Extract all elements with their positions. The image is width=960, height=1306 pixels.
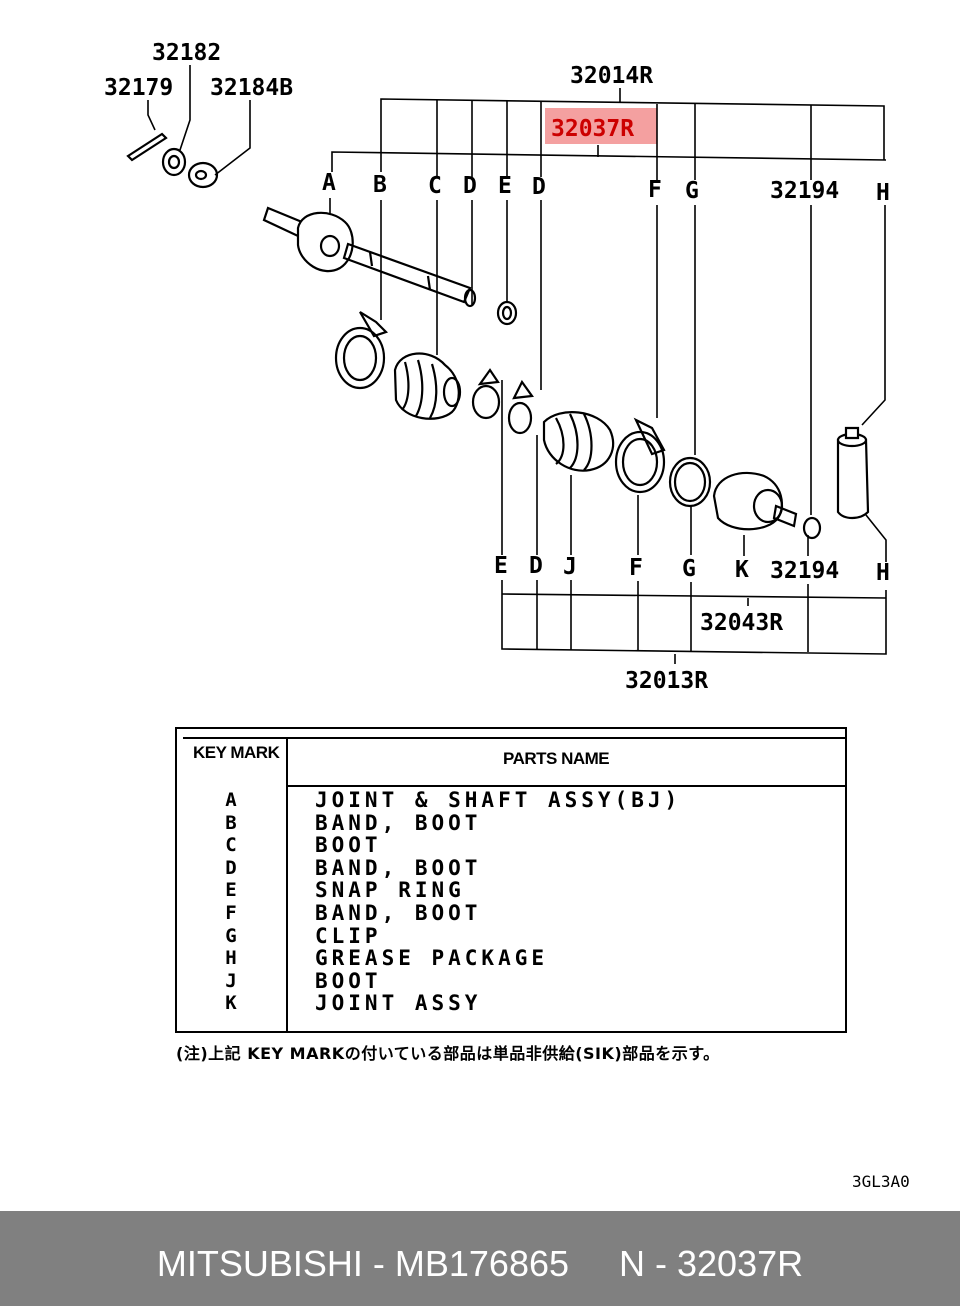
parts-name-cell: JOINT ASSY [315, 991, 482, 1016]
key-cell: J [225, 969, 237, 992]
parts-name-cell: CLIP [315, 923, 382, 948]
header-key-mark: KEY MARK [193, 743, 280, 762]
cotter-pin-32179[interactable] [126, 132, 168, 162]
key-cell: H [225, 947, 237, 970]
key-cell: A [225, 789, 237, 811]
boot-j[interactable] [542, 411, 615, 472]
leader-lines-top [331, 88, 887, 180]
top-letter-a: A [322, 170, 336, 196]
bottom-letter-e: E [494, 553, 508, 579]
top-letter-e: E [498, 173, 512, 199]
top-letter-f: F [648, 177, 662, 203]
band-boot-b[interactable] [334, 311, 389, 390]
label-32184b[interactable]: 32184B [210, 75, 293, 101]
bottom-letter-g: G [682, 556, 696, 582]
table-column-divider [286, 737, 288, 1031]
parts-name-cell: GREASE PACKAGE [315, 946, 549, 971]
band-boot-f[interactable] [614, 417, 666, 494]
label-32194-bottom[interactable]: 32194 [770, 558, 839, 584]
top-letter-d2: D [532, 174, 546, 200]
bottom-letter-j: J [563, 554, 577, 580]
clip-g[interactable] [668, 456, 712, 508]
label-32182[interactable]: 32182 [152, 40, 221, 66]
leader-lines-bottom [501, 380, 887, 664]
parts-name-cell: BAND, BOOT [315, 810, 482, 835]
label-32013r[interactable]: 32013R [625, 668, 708, 694]
footnote: (注)上記 KEY MARKの付いている部品は単品非供給(SIK)部品を示す。 [176, 1044, 720, 1063]
parts-name-cell: BOOT [315, 833, 382, 858]
footer-bar: MITSUBISHI - MB176865 N - 32037R [0, 1211, 960, 1306]
top-letter-d1: D [463, 173, 477, 199]
key-cell: G [225, 924, 237, 947]
top-letter-g: G [685, 178, 699, 204]
key-cell: B [225, 811, 237, 834]
top-letter-b: B [373, 172, 387, 198]
exploded-parts-diagram: 32037R 32182 32179 32184B 32014R 32194 3… [104, 40, 890, 694]
grease-package-h[interactable] [836, 426, 870, 520]
bottom-letter-k: K [735, 557, 749, 583]
top-letter-h: H [876, 180, 890, 206]
key-column: A B C D E F G H J K [211, 789, 251, 1015]
parts-name-cell: JOINT & SHAFT ASSY(BJ) [315, 788, 682, 812]
callout-highlight[interactable] [545, 108, 657, 144]
parts-name-cell: BAND, BOOT [315, 855, 482, 880]
washer-32184b[interactable] [187, 161, 219, 189]
callout-32037r[interactable]: 32037R [551, 116, 634, 142]
bottom-letter-f: F [629, 555, 643, 581]
band-boot-d2[interactable] [507, 379, 534, 435]
top-letter-c: C [428, 173, 442, 199]
label-32194-top[interactable]: 32194 [770, 178, 839, 204]
band-boot-d1[interactable] [471, 368, 501, 420]
bottom-letter-d: D [529, 553, 543, 579]
key-cell: K [225, 992, 237, 1015]
label-32014r[interactable]: 32014R [570, 63, 653, 89]
parts-name-cell: BAND, BOOT [315, 900, 482, 925]
key-cell: E [225, 879, 237, 902]
snap-ring-e[interactable] [496, 300, 518, 326]
parts-name-cell: BOOT [315, 968, 382, 993]
diagram-code: 3GL3A0 [852, 1172, 910, 1191]
key-cell: D [225, 856, 237, 879]
footer-part-info: MITSUBISHI - MB176865 N - 32037R [156, 1243, 804, 1284]
label-32179[interactable]: 32179 [104, 75, 173, 101]
snap-ring-32194[interactable] [802, 516, 822, 540]
boot-c[interactable] [393, 352, 462, 420]
table-top-line [183, 737, 845, 739]
key-cell: C [225, 834, 237, 857]
parts-table: KEY MARK PARTS NAME A B C D E F G H J K … [175, 727, 847, 1033]
parts-name-column: JOINT & SHAFT ASSY(BJ) BAND, BOOT BOOT B… [315, 789, 681, 1015]
key-cell: F [225, 901, 237, 924]
table-header-divider [286, 785, 845, 787]
joint-and-shaft-assy[interactable] [262, 206, 477, 308]
leader-lines-parts [147, 65, 886, 515]
parts-name-cell: SNAP RING [315, 878, 465, 903]
bottom-letter-h: H [876, 560, 890, 586]
label-32043r[interactable]: 32043R [700, 610, 783, 636]
castle-nut-32182[interactable] [161, 147, 187, 177]
joint-assy-k[interactable] [712, 471, 798, 531]
header-parts-name: PARTS NAME [503, 749, 610, 768]
